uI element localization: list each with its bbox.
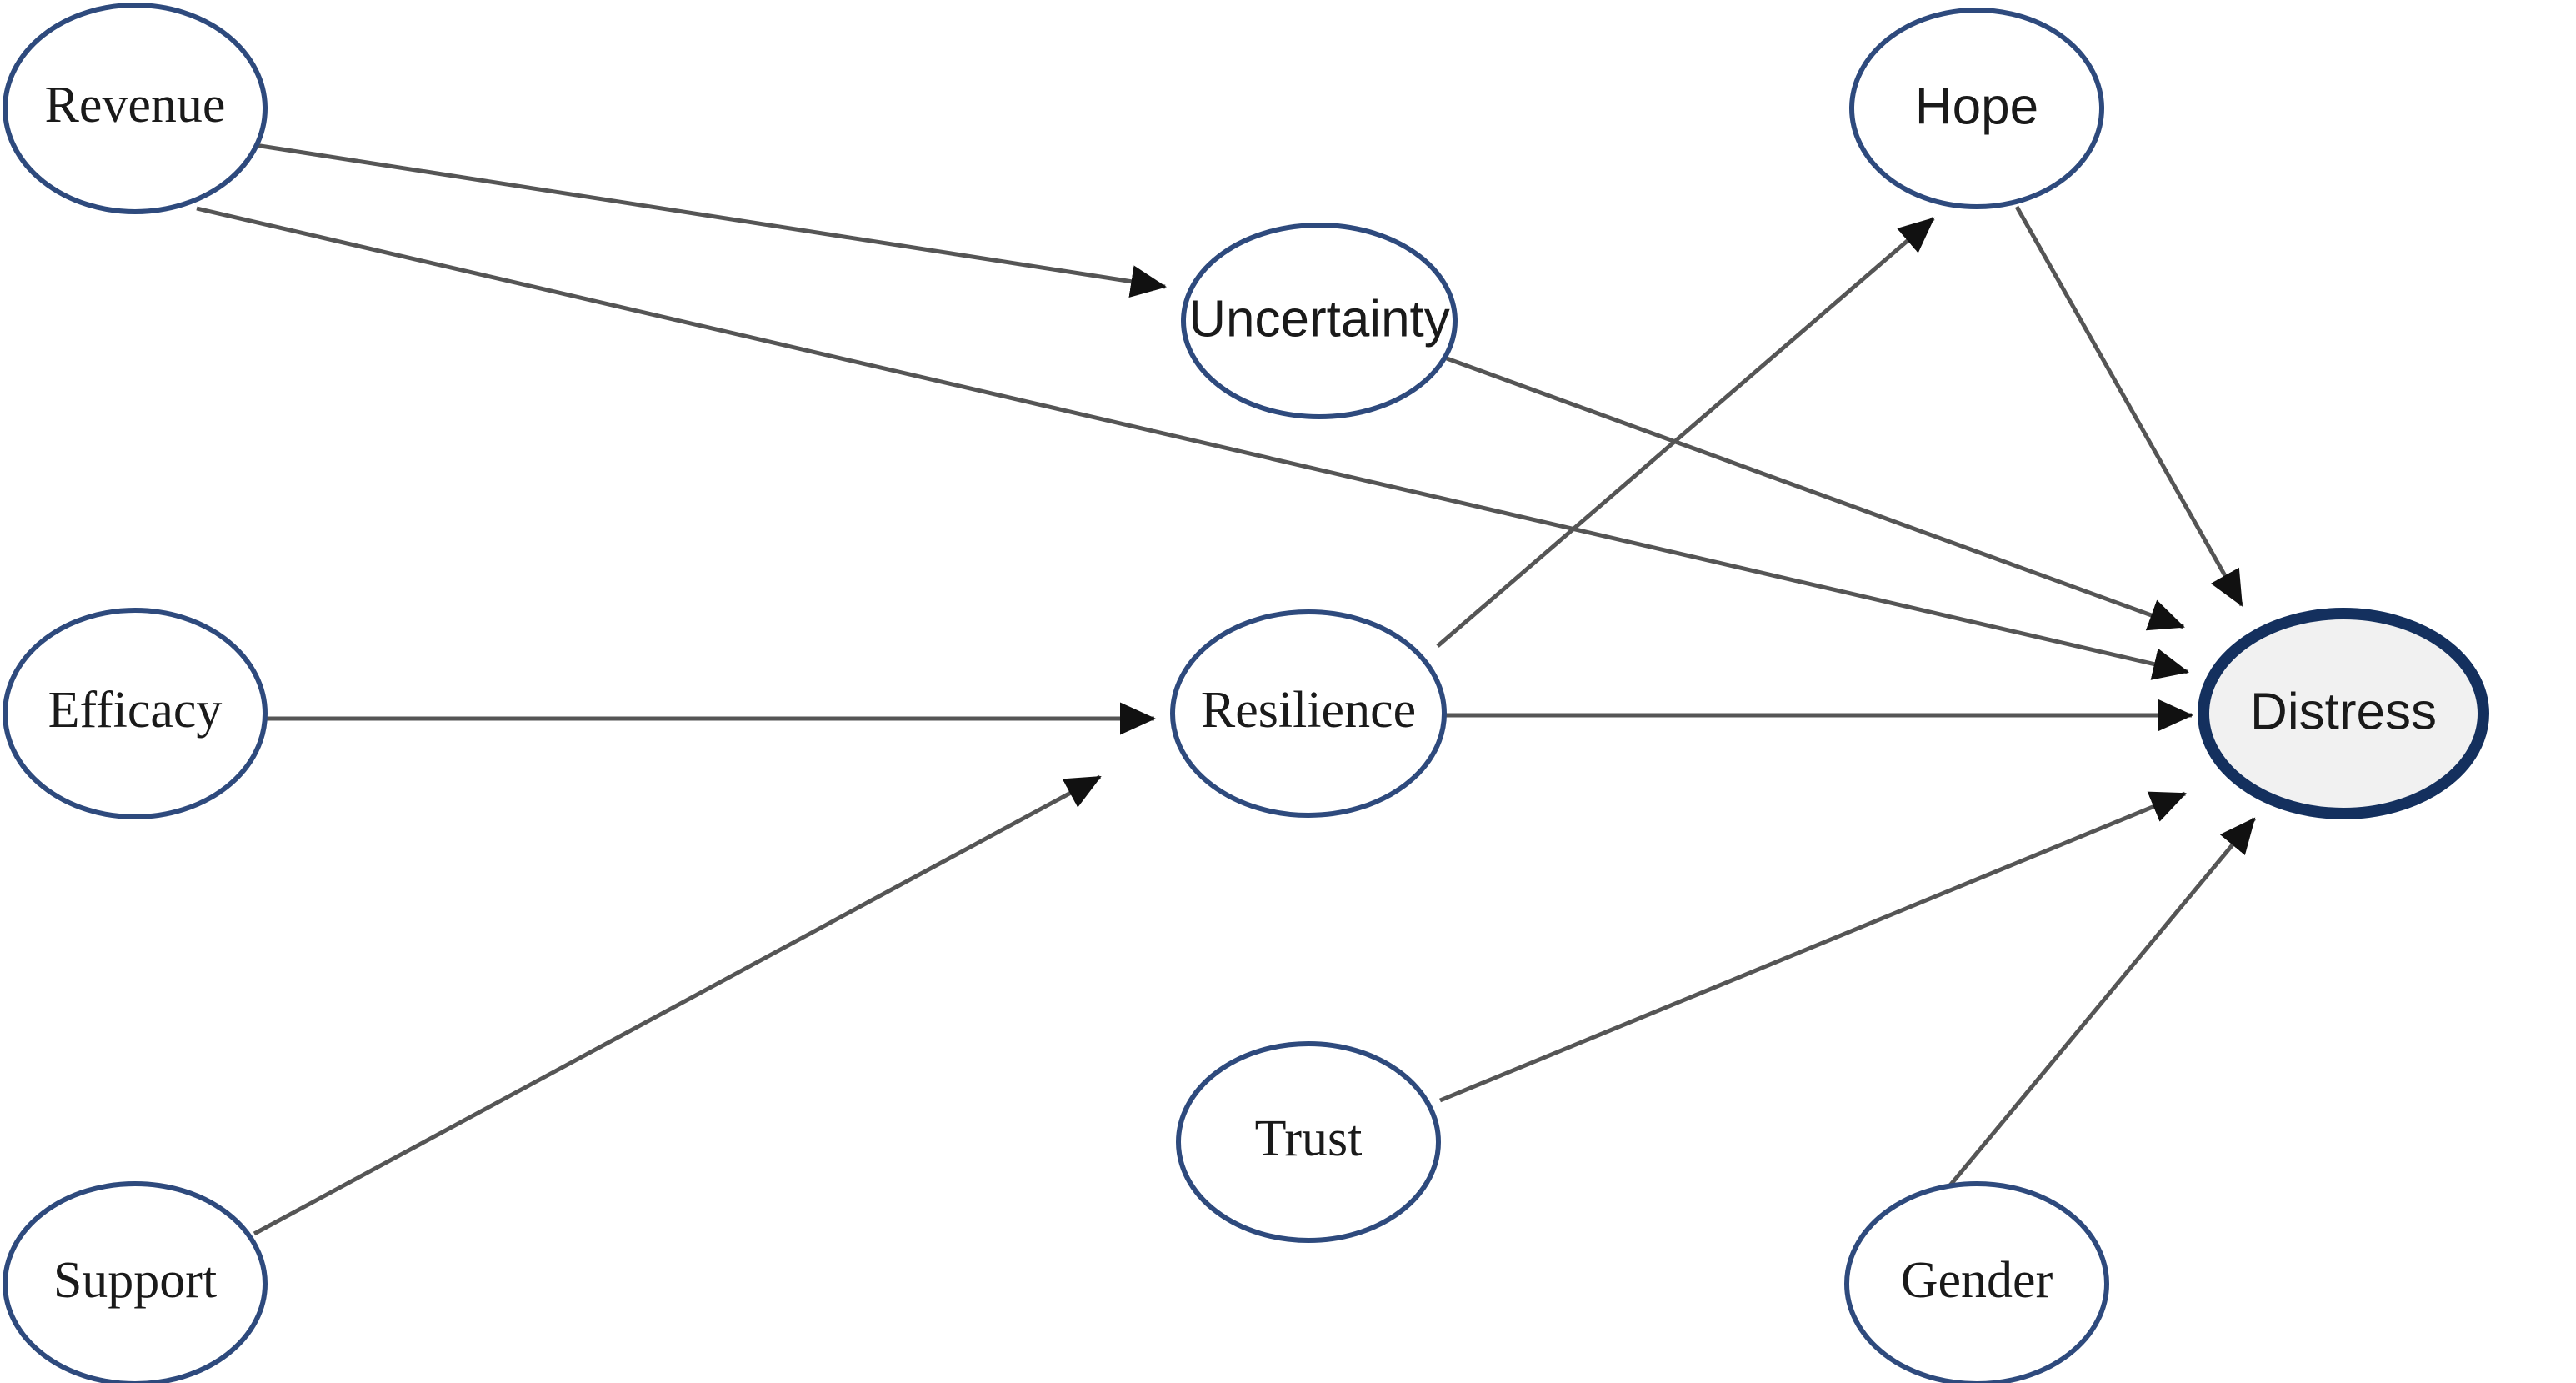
node-resilience[interactable]: Resilience xyxy=(1170,609,1447,818)
node-label-gender: Gender xyxy=(1901,1252,2053,1309)
node-label-revenue: Revenue xyxy=(45,77,226,133)
node-ellipse-distress xyxy=(2198,608,2489,819)
edge-revenue-to-uncertainty xyxy=(254,143,1167,298)
node-distress[interactable]: Distress xyxy=(2198,608,2489,819)
node-label-hope: Hope xyxy=(1915,78,2038,135)
node-label-distress: Distress xyxy=(2250,683,2437,740)
node-revenue[interactable]: Revenue xyxy=(3,3,268,214)
edge-hope-to-distress xyxy=(2014,205,2244,607)
node-label-efficacy: Efficacy xyxy=(48,682,223,739)
node-ellipse-revenue xyxy=(3,3,268,214)
node-efficacy[interactable]: Efficacy xyxy=(3,608,268,819)
node-uncertainty[interactable]: Uncertainty xyxy=(1181,223,1458,419)
node-ellipse-uncertainty xyxy=(1181,223,1458,419)
node-trust[interactable]: Trust xyxy=(1176,1041,1441,1243)
edge-support-to-resilience xyxy=(253,774,1102,1236)
node-label-support: Support xyxy=(53,1252,217,1309)
node-ellipse-efficacy xyxy=(3,608,268,819)
node-gender[interactable]: Gender xyxy=(1844,1181,2109,1383)
node-label-trust: Trust xyxy=(1255,1110,1363,1167)
node-ellipse-resilience xyxy=(1170,609,1447,818)
edge-trust-to-distress xyxy=(1439,791,2187,1103)
node-hope[interactable]: Hope xyxy=(1849,8,2104,209)
edge-uncertainty-to-distress xyxy=(1446,356,2185,631)
edge-gender-to-distress xyxy=(1940,817,2256,1197)
node-label-resilience: Resilience xyxy=(1201,682,1416,739)
node-ellipse-support xyxy=(3,1181,268,1383)
node-ellipse-hope xyxy=(1849,8,2104,209)
node-support[interactable]: Support xyxy=(3,1181,268,1383)
node-ellipse-trust xyxy=(1176,1041,1441,1243)
edge-resilience-to-hope xyxy=(1436,217,1935,648)
node-label-uncertainty: Uncertainty xyxy=(1188,290,1450,348)
edges-layer xyxy=(196,143,2256,1236)
node-ellipse-gender xyxy=(1844,1181,2109,1383)
edge-revenue-to-distress xyxy=(196,206,2189,680)
